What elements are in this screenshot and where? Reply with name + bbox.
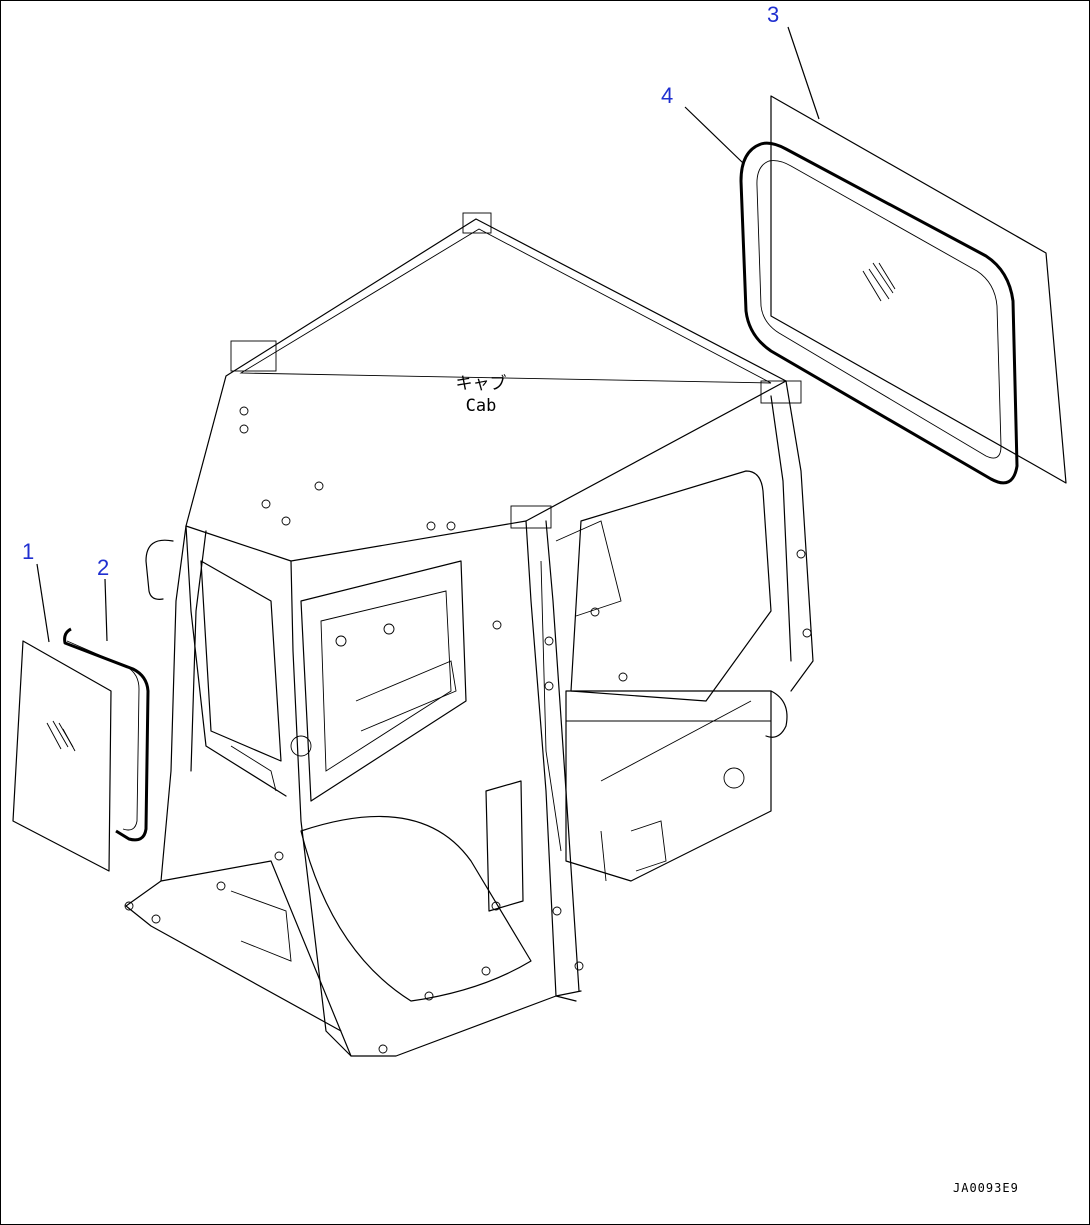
glass-hatch-icon	[862, 262, 896, 302]
bolt-markers	[124, 406, 812, 1054]
cab-label-en: Cab	[465, 396, 497, 416]
part-3-side-glass	[770, 95, 1067, 484]
drawing-code: JA0093E9	[953, 1181, 1019, 1195]
cab-label: キャブ Cab	[441, 373, 521, 417]
part-4-seal	[739, 141, 1019, 485]
part-1-small-glass	[12, 640, 112, 872]
cab-frame	[124, 212, 814, 1057]
cab-label-jp: キャブ	[455, 374, 507, 394]
callout-4: 4	[661, 83, 674, 108]
glass-hatch-icon-small	[46, 720, 76, 752]
callout-2: 2	[97, 555, 110, 580]
callout-1: 1	[22, 539, 35, 564]
leader-lines	[36, 26, 820, 643]
callout-3: 3	[767, 2, 780, 27]
part-2-small-seal	[63, 627, 150, 842]
